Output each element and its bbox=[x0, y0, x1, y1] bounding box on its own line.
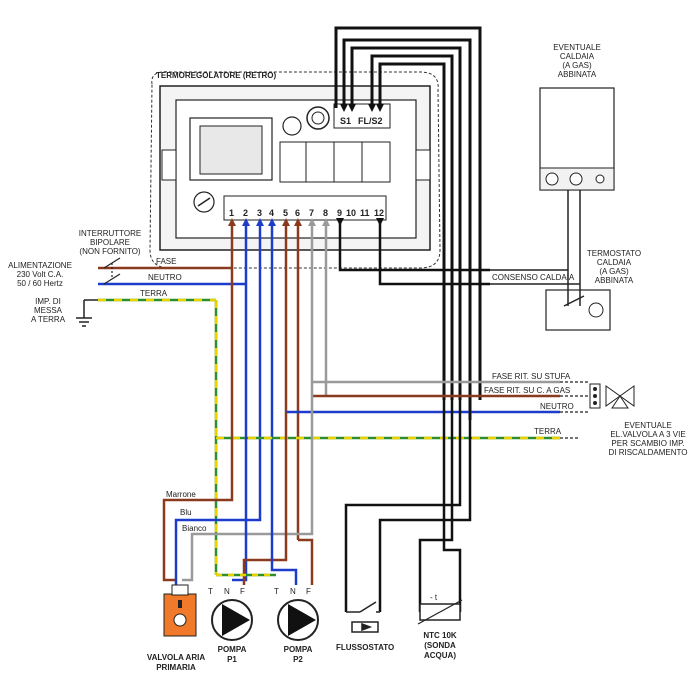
valve-label-2: EL.VALVOLA A 3 VIE bbox=[610, 430, 685, 439]
terminal-5: 5 bbox=[283, 208, 288, 218]
valve-label-3: PER SCAMBIO IMP. bbox=[611, 439, 684, 448]
valve-label-1: EVENTUALE bbox=[624, 421, 672, 430]
ntc-symbol: - t bbox=[430, 593, 438, 602]
valvola-label: VALVOLA ARIA PRIMARIA bbox=[147, 653, 205, 672]
consenso-label: CONSENSO CALDAIA bbox=[492, 273, 575, 282]
pump-p2 bbox=[277, 599, 319, 641]
valve-bus bbox=[216, 380, 560, 440]
pump-p1 bbox=[211, 599, 253, 641]
boiler-thermostat bbox=[490, 210, 611, 331]
bipolar-switch bbox=[103, 257, 121, 285]
valve-label-4: DI RISCALDAMENTO bbox=[609, 448, 688, 457]
blu-label: Blu bbox=[180, 508, 192, 517]
fase-label-left: FASE bbox=[156, 257, 176, 266]
bianco-label: Bianco bbox=[182, 524, 207, 533]
terminal-s1: S1 bbox=[340, 116, 351, 126]
three-way-valve bbox=[560, 381, 635, 439]
terminal-markers bbox=[228, 218, 384, 226]
ntc-label-1: NTC 10K bbox=[423, 631, 457, 640]
terminal-wires bbox=[230, 222, 490, 540]
sensor-down-wires bbox=[344, 400, 472, 612]
ground-label-3: A TERRA bbox=[31, 315, 66, 324]
boiler-label-4: ABBINATA bbox=[558, 70, 597, 79]
supply-label-2: 230 Volt C.A. bbox=[17, 270, 64, 279]
p2-term-n: N bbox=[290, 587, 296, 596]
switch-label: INTERRUTTORE BIPOLARE (NON FORNITO) bbox=[79, 229, 142, 256]
neutro-label-left: NEUTRO bbox=[148, 273, 182, 282]
thermostat-label: TERMOSTATO CALDAIA (A GAS) ABBINATA bbox=[587, 249, 641, 285]
fase-stufa-label: FASE RIT. SU STUFA bbox=[492, 372, 571, 381]
ntc-sensor bbox=[417, 599, 463, 625]
diagram-title: TERMOREGOLATORE (RETRO) bbox=[156, 71, 276, 80]
thermoregulator-housing bbox=[149, 71, 441, 269]
p2-term-f: F bbox=[306, 587, 311, 596]
terra-label-right: TERRA bbox=[534, 427, 562, 436]
p1-term-t: T bbox=[208, 587, 213, 596]
terminal-11: 11 bbox=[360, 208, 370, 218]
terminal-7: 7 bbox=[309, 208, 314, 218]
p1-label-2: P1 bbox=[227, 655, 237, 664]
supply-lines bbox=[98, 266, 246, 575]
top-terminal-markers bbox=[340, 104, 384, 112]
valvola-label-1: VALVOLA ARIA bbox=[147, 653, 205, 662]
ground-label-2: MESSA bbox=[34, 306, 63, 315]
p2-label-1: POMPA bbox=[284, 645, 313, 654]
terminal-4: 4 bbox=[269, 208, 274, 218]
flow-switch bbox=[346, 601, 380, 633]
valve-label: EVENTUALE EL.VALVOLA A 3 VIE PER SCAMBIO… bbox=[609, 421, 688, 457]
ground-label-1: IMP. DI bbox=[35, 297, 61, 306]
p2-label-2: P2 bbox=[293, 655, 303, 664]
terminal-10: 10 bbox=[346, 208, 356, 218]
boiler-label-1: EVENTUALE bbox=[553, 43, 601, 52]
p1-label: POMPA P1 bbox=[218, 645, 247, 664]
terminal-fls2: FL/S2 bbox=[358, 116, 383, 126]
fase-gas-label: FASE RIT. SU C. A GAS bbox=[484, 386, 570, 395]
flussostato-label: FLUSSOSTATO bbox=[336, 643, 394, 652]
terminal-9: 9 bbox=[337, 208, 342, 218]
boiler bbox=[539, 87, 615, 210]
ground-label: IMP. DI MESSA A TERRA bbox=[31, 297, 66, 324]
device-wires bbox=[162, 268, 314, 585]
primary-air-valve bbox=[163, 584, 197, 637]
terminal-3: 3 bbox=[257, 208, 262, 218]
terminal-2: 2 bbox=[243, 208, 248, 218]
terminal-numbers: 1 2 3 4 5 6 7 8 9 10 11 12 bbox=[229, 208, 384, 218]
thermostat-label-1: TERMOSTATO bbox=[587, 249, 641, 258]
valvola-label-2: PRIMARIA bbox=[156, 663, 196, 672]
supply-label-1: ALIMENTAZIONE bbox=[8, 261, 72, 270]
supply-label: ALIMENTAZIONE 230 Volt C.A. 50 / 60 Hert… bbox=[8, 261, 72, 288]
switch-label-3: (NON FORNITO) bbox=[79, 247, 141, 256]
supply-label-3: 50 / 60 Hertz bbox=[17, 279, 63, 288]
terminal-12: 12 bbox=[374, 208, 384, 218]
thermostat-label-4: ABBINATA bbox=[595, 276, 634, 285]
switch-label-1: INTERRUTTORE bbox=[79, 229, 142, 238]
boiler-label-3: (A GAS) bbox=[562, 61, 592, 70]
ntc-label-3: ACQUA) bbox=[424, 651, 456, 660]
ntc-label-2: (SONDA bbox=[424, 641, 456, 650]
neutro-label-right: NEUTRO bbox=[540, 402, 574, 411]
p2-term-t: T bbox=[274, 587, 279, 596]
marrone-label: Marrone bbox=[166, 490, 196, 499]
terra-label-left: TERRA bbox=[140, 289, 168, 298]
ground-symbol bbox=[76, 299, 98, 327]
terminal-1: 1 bbox=[229, 208, 234, 218]
p2-label: POMPA P2 bbox=[284, 645, 313, 664]
p1-term-n: N bbox=[224, 587, 230, 596]
p1-label-1: POMPA bbox=[218, 645, 247, 654]
ntc-label: NTC 10K (SONDA ACQUA) bbox=[423, 631, 457, 660]
p1-term-f: F bbox=[240, 587, 245, 596]
thermostat-label-3: (A GAS) bbox=[599, 267, 629, 276]
boiler-label: EVENTUALE CALDAIA (A GAS) ABBINATA bbox=[553, 43, 601, 79]
terminal-6: 6 bbox=[295, 208, 300, 218]
boiler-label-2: CALDAIA bbox=[560, 52, 595, 61]
terminal-8: 8 bbox=[323, 208, 328, 218]
switch-label-2: BIPOLARE bbox=[90, 238, 130, 247]
thermostat-label-2: CALDAIA bbox=[597, 258, 632, 267]
